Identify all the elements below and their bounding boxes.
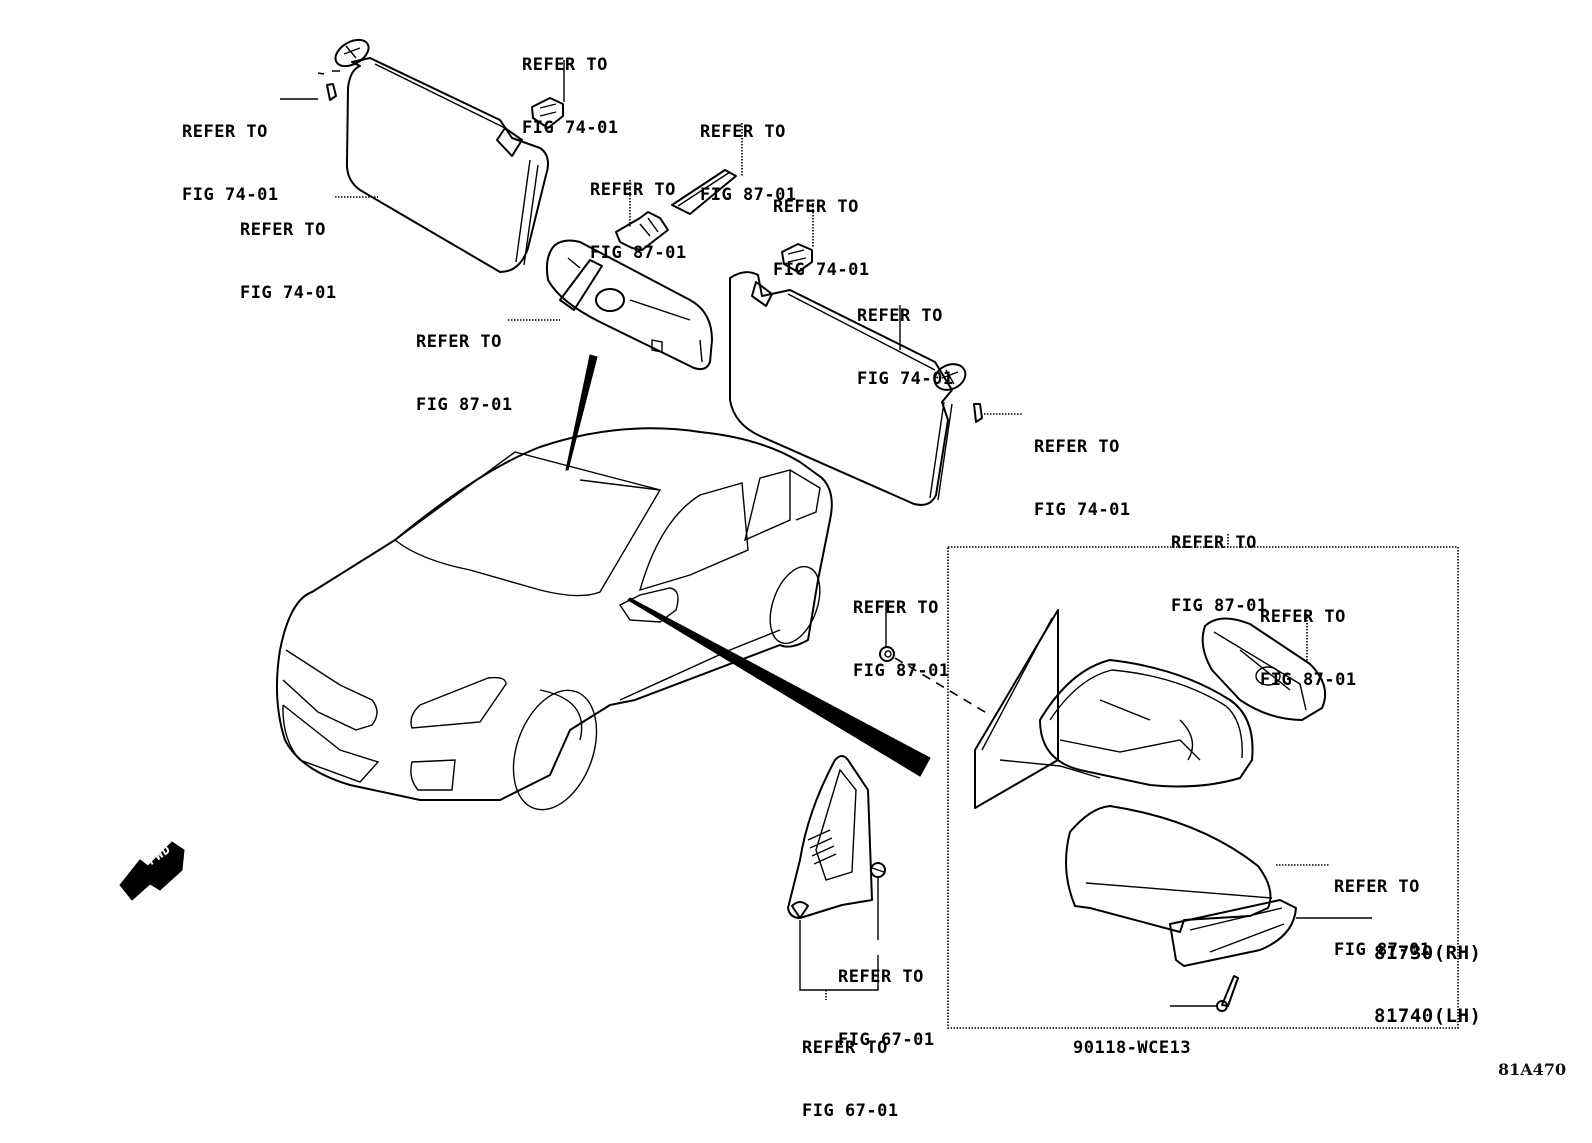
garnish-clip <box>870 862 886 878</box>
callout-mirror-nut[interactable]: REFER TO FIG 87-01 <box>853 598 950 681</box>
inner-rear-view-mirror[interactable] <box>545 239 713 371</box>
callout-door-garnish[interactable]: REFER TO FIG 67-01 <box>802 1038 899 1121</box>
pointer-wedge-mirror <box>565 354 598 471</box>
callout-sun-visor-screw-rh[interactable]: REFER TO FIG 74-01 <box>1034 437 1131 520</box>
callout-inner-rear-view-mirror[interactable]: REFER TO FIG 87-01 <box>416 332 513 415</box>
diagram-code: 81A470 <box>1498 1060 1567 1079</box>
outer-mirror-cover[interactable] <box>1065 805 1273 933</box>
outer-mirror-glass[interactable] <box>1201 617 1326 721</box>
part-number-lamp-screw[interactable]: 90118-WCE13 <box>1073 1038 1192 1058</box>
leader-lines <box>280 60 1372 1007</box>
callout-mirror-bracket[interactable]: REFER TO FIG 87-01 <box>590 180 687 263</box>
parts-diagram-canvas <box>119 38 1459 1029</box>
pointer-wedge-outer-mirror <box>627 597 931 777</box>
callout-visor-holder-lh[interactable]: REFER TO FIG 74-01 <box>522 55 619 138</box>
callout-sun-visor-lh[interactable]: REFER TO FIG 74-01 <box>240 220 337 303</box>
lamp-screw <box>1216 975 1239 1012</box>
nut-alignment-line <box>894 657 991 716</box>
visor-pivot-bracket-lh <box>334 38 370 68</box>
callout-outer-mirror-cover[interactable]: REFER TO FIG 87-01 <box>1334 877 1431 960</box>
side-turn-lamp[interactable] <box>1169 899 1297 967</box>
mirror-bracket <box>615 211 669 251</box>
callout-visor-holder-rh[interactable]: REFER TO FIG 74-01 <box>773 197 870 280</box>
mirror-nut <box>879 646 895 662</box>
callout-garnish-clip[interactable]: REFER TO FIG 67-01 <box>838 967 935 1050</box>
callout-sun-visor-screw-lh[interactable]: REFER TO FIG 74-01 <box>182 122 279 205</box>
callout-sun-visor-rh[interactable]: REFER TO FIG 74-01 <box>857 306 954 389</box>
outer-mirror-box <box>947 546 1459 1029</box>
mirror-cover-strip <box>671 169 737 215</box>
callout-mirror-cover[interactable]: REFER TO FIG 87-01 <box>700 122 797 205</box>
visor-holder-rh <box>781 243 813 273</box>
visor-holder-lh <box>531 97 564 129</box>
visor-pivot-bracket-rh <box>933 363 967 391</box>
sun-visor-rh[interactable] <box>729 271 953 506</box>
outer-mirror-assy[interactable] <box>974 609 1254 809</box>
visor-screw-rh <box>973 403 983 423</box>
callout-outer-mirror-assy[interactable]: REFER TO FIG 87-01 <box>1171 533 1268 616</box>
door-garnish[interactable] <box>787 755 873 919</box>
car-body <box>275 427 833 811</box>
fwd-arrow-icon <box>119 841 185 901</box>
sun-visor-lh[interactable] <box>345 57 549 273</box>
callout-outer-mirror-glass[interactable]: REFER TO FIG 87-01 <box>1260 607 1357 690</box>
visor-screw-lh <box>317 70 340 101</box>
part-number-side-turn-lamp[interactable]: 81730(RH) 81740(LH) <box>1374 942 1482 1027</box>
